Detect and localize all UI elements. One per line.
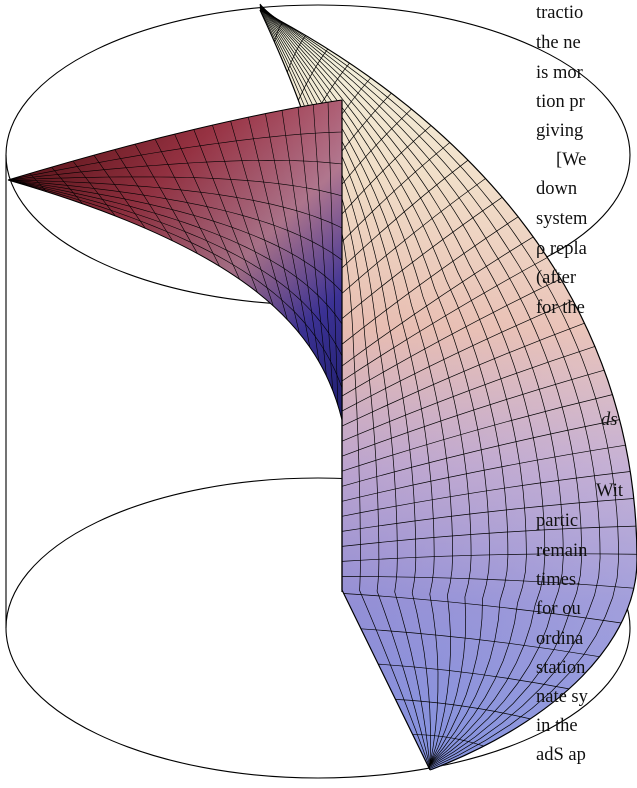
- mesh-line: [7, 179, 343, 261]
- text-line: (after: [536, 268, 576, 288]
- text-line: down: [536, 179, 577, 199]
- text-line: adS ap: [536, 745, 586, 765]
- text-line: [We: [556, 150, 586, 170]
- mesh-line: [259, 4, 527, 765]
- mesh-line: [7, 179, 343, 229]
- text-line: partic: [536, 511, 578, 531]
- background-text: tractio the ne is mor tion pr giving [We…: [536, 3, 624, 765]
- mesh-line: [7, 176, 343, 197]
- text-line: for ou: [536, 599, 581, 619]
- text-line: system: [536, 209, 588, 229]
- text-line: remain: [536, 541, 587, 561]
- text-line: ordina: [536, 629, 583, 649]
- large-surface-sheet: [259, 3, 637, 771]
- mesh-line: [341, 346, 596, 442]
- mesh-line: [412, 734, 484, 747]
- mesh-line: [7, 179, 343, 389]
- text-line: the ne: [536, 33, 581, 53]
- mesh-line: [341, 322, 585, 427]
- text-line: times.: [536, 570, 581, 590]
- text-line: tractio: [536, 3, 583, 23]
- mesh-line: [341, 444, 626, 502]
- mesh-line: [259, 5, 564, 766]
- text-line: nate sy: [536, 687, 589, 707]
- mesh-line: [259, 3, 490, 765]
- mesh-line: [395, 699, 531, 720]
- mesh-line: [341, 419, 620, 487]
- text-line: giving: [536, 121, 583, 141]
- mesh-line: [259, 3, 509, 765]
- mesh-line: [7, 179, 343, 293]
- mesh-line: [341, 300, 574, 412]
- equation-fragment: ds: [601, 410, 617, 430]
- mesh-line: [259, 4, 453, 765]
- mesh-line: [259, 4, 546, 766]
- mesh-line: [332, 125, 432, 225]
- mesh-line: [7, 131, 343, 181]
- mesh-line: [360, 628, 600, 658]
- mesh-line: [7, 179, 343, 357]
- mesh-line: [259, 8, 619, 769]
- mesh-line: [341, 576, 634, 589]
- mesh-line: [7, 179, 343, 325]
- mesh-line: [341, 394, 613, 472]
- mesh-line: [7, 159, 343, 181]
- mesh-line: [259, 3, 472, 765]
- text-line: station: [536, 658, 585, 678]
- mesh-line: [341, 369, 605, 457]
- dark-sheet-mesh: [7, 102, 343, 406]
- text-line: for the: [536, 298, 585, 318]
- mesh-line: [378, 663, 570, 690]
- text-line: is mor: [536, 63, 583, 83]
- text-line: Wit: [596, 481, 624, 501]
- text-line: ρ repla: [536, 239, 587, 259]
- mesh-line: [335, 142, 451, 248]
- dark-surface-sheet: [7, 99, 343, 421]
- mesh-line: [298, 48, 328, 101]
- mesh-line: [259, 6, 583, 767]
- text-line: in the: [536, 716, 578, 736]
- mesh-line: [259, 7, 601, 768]
- text-line: tion pr: [536, 92, 585, 112]
